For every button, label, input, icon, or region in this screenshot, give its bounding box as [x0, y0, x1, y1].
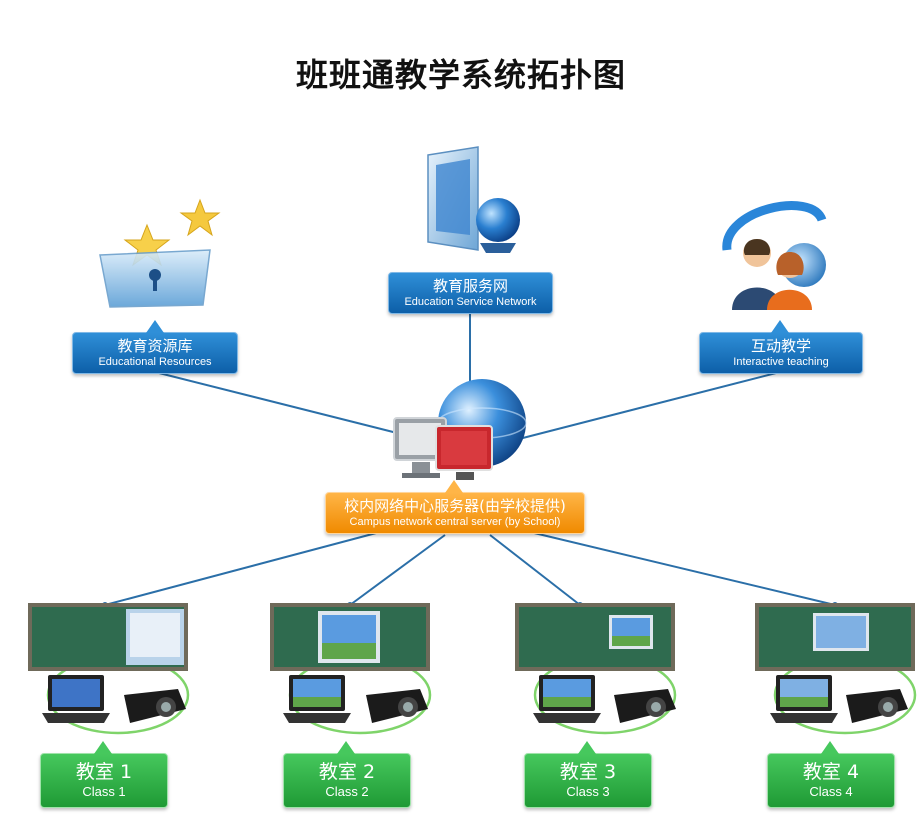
class1-projector-icon	[124, 689, 186, 723]
class2-label: 教室 2 Class 2	[283, 753, 411, 808]
class4-projector-icon	[846, 689, 908, 723]
link-server-class3	[489, 534, 581, 606]
link-server-resources	[154, 371, 406, 436]
server-label: 校内网络中心服务器(由学校提供) Campus network central …	[325, 492, 585, 534]
class2-laptop-icon	[283, 675, 351, 723]
people-globe-icon	[722, 201, 827, 310]
server-arrow	[445, 480, 463, 493]
class2-projector-icon	[366, 689, 428, 723]
class4-label: 教室 4 Class 4	[767, 753, 895, 808]
class3-label: 教室 3 Class 3	[524, 753, 652, 808]
class1-label: 教室 1 Class 1	[40, 753, 168, 808]
class3-arrow	[578, 741, 596, 754]
class1-arrow	[94, 741, 112, 754]
class1-blackboard	[28, 603, 188, 671]
link-server-class1	[104, 531, 381, 606]
interactive-label: 互动教学 Interactive teaching	[699, 332, 863, 374]
class3-blackboard	[515, 603, 675, 671]
resources-arrow	[146, 320, 164, 333]
class4-arrow	[821, 741, 839, 754]
server-icon	[393, 379, 527, 480]
link-server-class2	[349, 534, 446, 606]
link-server-class4	[529, 531, 836, 606]
link-server-interactive	[514, 371, 781, 441]
interactive-arrow	[771, 320, 789, 333]
class3-projector-icon	[614, 689, 676, 723]
class3-laptop-icon	[533, 675, 601, 723]
page-title: 班班通教学系统拓扑图	[295, 56, 626, 94]
class4-laptop-icon	[770, 675, 838, 723]
class2-blackboard	[270, 603, 430, 671]
class1-laptop-icon	[42, 675, 110, 723]
class4-blackboard	[755, 603, 915, 671]
resources-label: 教育资源库 Educational Resources	[72, 332, 238, 374]
class2-arrow	[337, 741, 355, 754]
tablet-globe-icon	[427, 146, 520, 253]
service-network-label: 教育服务网 Education Service Network	[388, 272, 553, 314]
resource-box-icon	[99, 198, 221, 308]
